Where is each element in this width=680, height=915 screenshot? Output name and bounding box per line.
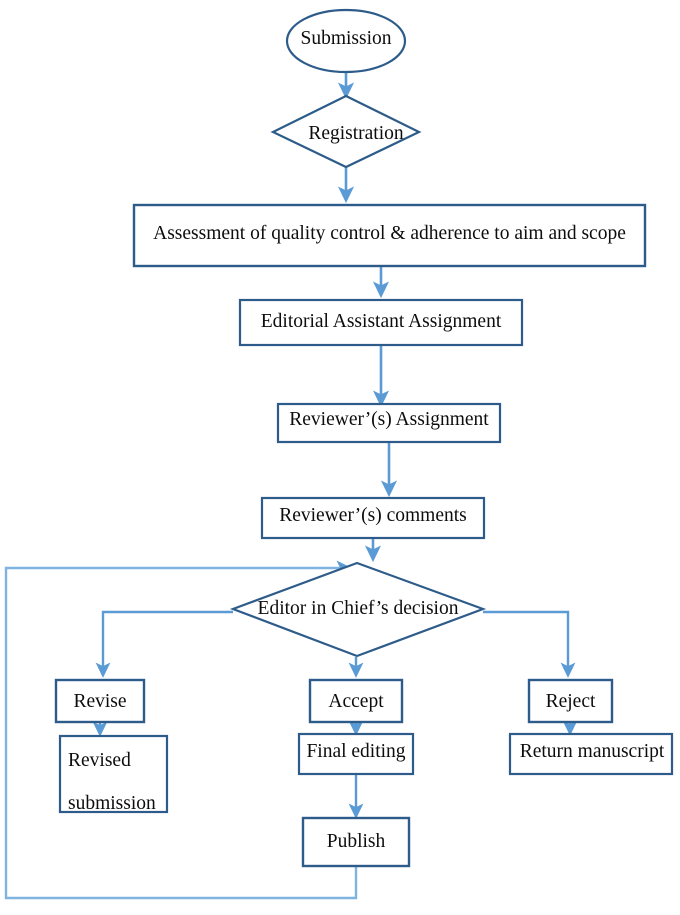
node-return-manuscript[interactable] <box>508 732 674 776</box>
node-reviewer-assign[interactable] <box>276 402 502 444</box>
node-reject[interactable] <box>527 678 614 724</box>
node-decision[interactable] <box>229 561 487 658</box>
edge-decision-revise <box>95 610 233 678</box>
node-editorial[interactable] <box>238 298 524 347</box>
node-reviewer-comments[interactable] <box>260 496 486 540</box>
node-revised-submission[interactable] <box>58 734 169 814</box>
connector-group <box>337 72 398 563</box>
node-assessment[interactable] <box>132 203 647 268</box>
node-revise[interactable] <box>54 678 146 724</box>
edge-publish-decision-loopback <box>4 560 358 900</box>
edge-decision-reject <box>483 610 576 678</box>
node-accept[interactable] <box>308 678 404 724</box>
node-final-editing[interactable] <box>297 732 415 776</box>
node-registration[interactable] <box>270 94 422 169</box>
node-publish[interactable] <box>301 816 411 868</box>
node-submission[interactable] <box>285 8 407 74</box>
